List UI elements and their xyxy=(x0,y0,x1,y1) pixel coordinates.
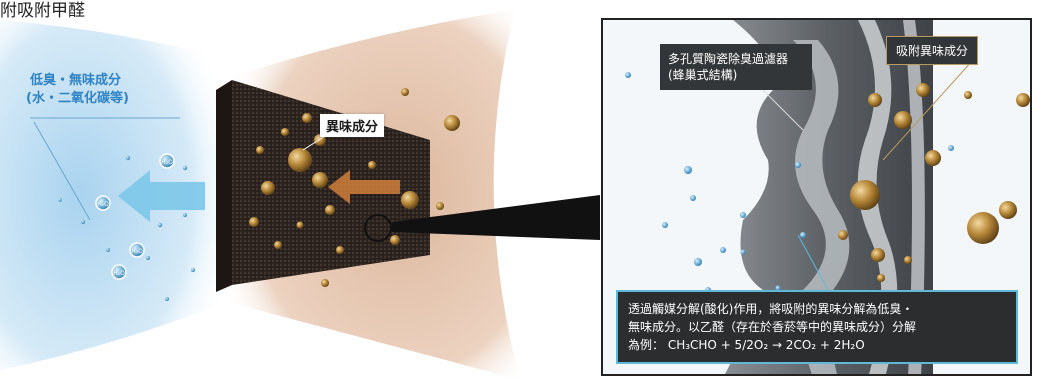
clean-air-label-line1: 低臭・無味成分 xyxy=(30,73,122,88)
clean-air-label: 低臭・無味成分 (水・二氧化碳等) xyxy=(26,72,129,108)
odor-component-tag: 異味成分 xyxy=(320,114,385,137)
description-line1: 透過觸媒分解(酸化)作用，將吸附的異味分解為低臭・ xyxy=(628,302,914,316)
svg-text:H₂O: H₂O xyxy=(161,159,173,166)
filter-block-side xyxy=(216,80,232,292)
clean-flow-arrow xyxy=(118,170,205,222)
header-title: 附吸附甲醛 xyxy=(0,1,85,21)
filter-label-leader xyxy=(762,89,804,131)
catalyst-description: 透過觸媒分解(酸化)作用，將吸附的異味分解為低臭・ 無味成分。以乙醛（存在於香菸… xyxy=(616,290,1018,364)
left-label-leader-diag xyxy=(33,121,91,221)
water-molecule: H₂O xyxy=(129,242,145,258)
clean-air-label-line2: (水・二氧化碳等) xyxy=(26,91,129,106)
clean-air-cone xyxy=(0,20,230,370)
filter-label: 多孔質陶瓷除臭過濾器 (蜂巢式結構) xyxy=(660,44,812,90)
zoom-wedge xyxy=(392,195,600,240)
description-line3: 為例： CH₃CHO + 5/2O₂ → 2CO₂ + 2H₂O xyxy=(628,338,865,352)
small-particles xyxy=(58,155,195,301)
zoom-panel-drawing xyxy=(625,20,1030,374)
absorb-label-leader xyxy=(882,59,974,161)
water-molecule: H₂O xyxy=(111,264,127,280)
odor-flow-arrow xyxy=(328,170,400,204)
ceramic-cell-3 xyxy=(903,20,925,374)
svg-text:H₂O: H₂O xyxy=(113,270,125,277)
ceramic-cell-2 xyxy=(857,20,898,374)
water-molecule: H₂O xyxy=(95,195,111,211)
clean-particles xyxy=(625,72,954,293)
water-molecule: H₂O xyxy=(159,153,175,169)
zoom-circle xyxy=(364,214,392,242)
absorb-label: 吸附異味成分 xyxy=(886,36,979,65)
filter-label-line2: (蜂巢式結構) xyxy=(668,68,738,82)
filter-scene: H₂O H₂O H₂O H₂O xyxy=(0,10,600,380)
description-line2: 無味成分。以乙醛（存在於香菸等中的異味成分）分解 xyxy=(628,320,917,334)
svg-text:H₂O: H₂O xyxy=(97,201,109,208)
description-leader xyxy=(797,234,829,291)
svg-text:H₂O: H₂O xyxy=(131,248,143,255)
filter-label-line1: 多孔質陶瓷除臭過濾器 xyxy=(668,52,789,66)
